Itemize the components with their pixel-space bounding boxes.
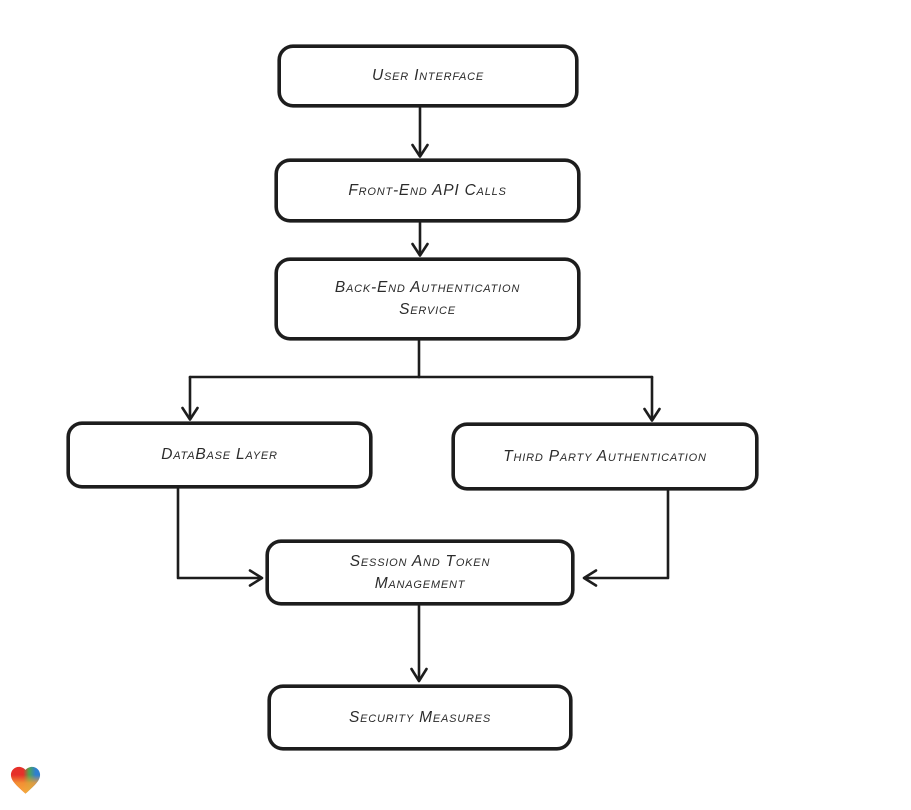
node-label: Back-End Authentication Service bbox=[334, 279, 521, 318]
edge-user-interface-to-front-end-api-calls bbox=[411, 106, 429, 158]
node-label: Session And Token Management bbox=[349, 552, 491, 592]
edge-database-layer-to-session-and-token-management bbox=[176, 487, 264, 587]
node-back-end-authentication-service[interactable]: Back-End Authentication Service bbox=[275, 258, 580, 340]
edge-back-end-authentication-service-split bbox=[181, 339, 661, 422]
edge-third-party-authentication-to-session-and-token-management bbox=[582, 489, 670, 587]
node-label: User Interface bbox=[371, 67, 485, 84]
node-label: Third Party Authentication bbox=[503, 447, 707, 465]
heart-logo bbox=[8, 762, 43, 798]
node-session-and-token-management[interactable]: Session And Token Management bbox=[266, 540, 574, 605]
heart-icon bbox=[10, 766, 41, 794]
node-front-end-api-calls[interactable]: Front-End API Calls bbox=[275, 159, 580, 222]
node-database-layer[interactable]: DataBase Layer bbox=[67, 422, 372, 488]
node-label: Security Measures bbox=[348, 708, 491, 726]
node-user-interface[interactable]: User Interface bbox=[278, 45, 578, 107]
node-security-measures[interactable]: Security Measures bbox=[268, 685, 572, 750]
node-label: Front-End API Calls bbox=[348, 181, 507, 199]
edge-session-and-token-management-to-security-measures bbox=[410, 604, 428, 683]
node-third-party-authentication[interactable]: Third Party Authentication bbox=[452, 423, 758, 490]
node-label: DataBase Layer bbox=[161, 446, 278, 463]
edge-front-end-api-calls-to-back-end-authentication-service bbox=[411, 221, 429, 257]
